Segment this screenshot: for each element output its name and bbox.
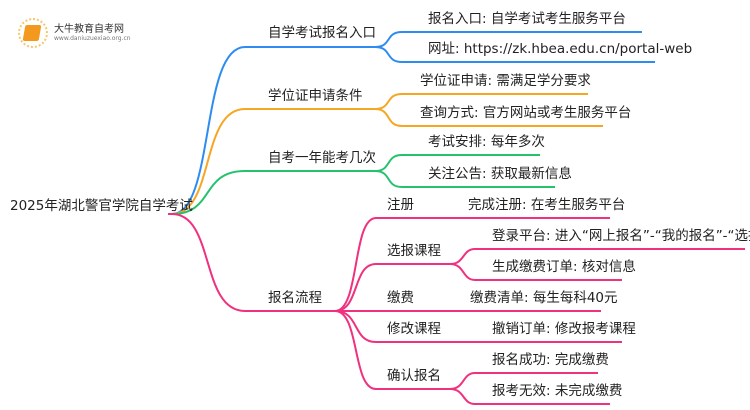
topic-registration-entry: 自学考试报名入口 [268,25,376,41]
step-detail: 撤销订单: 修改报考课程 [492,321,636,337]
subtopic: 查询方式: 官方网站或考生服务平台 [420,105,632,121]
topic-exam-frequency: 自考一年能考几次 [268,150,376,166]
step-detail: 报考无效: 未完成缴费 [492,383,623,399]
step-payment: 缴费 [387,290,414,306]
subtopic: 关注公告: 获取最新信息 [428,166,572,182]
step-detail: 报名成功: 完成缴费 [492,352,609,368]
branch-line-orange [171,108,375,215]
logo-url: www.daniuzuexiao.org.cn [54,35,131,42]
branch-line-green [171,170,375,215]
logo-title: 大牛教育自考网 [54,24,124,35]
step-detail: 缴费清单: 每生每科40元 [470,290,618,306]
logo: 大牛教育自考网 www.daniuzuexiao.org.cn [18,18,138,48]
root-topic: 2025年湖北警官学院自学考试 [10,198,193,214]
subtopic: 学位证申请: 需满足学分要求 [420,73,591,89]
subtopic: 考试安排: 每年多次 [428,134,545,150]
step-register: 注册 [387,197,414,213]
step-modify-courses: 修改课程 [387,321,441,337]
topic-registration-process: 报名流程 [268,290,322,306]
subtopic: 报名入口: 自学考试考生服务平台 [428,11,626,27]
step-detail: 登录平台: 进入“网上报名”-“我的报名”-“选择课 [492,228,750,244]
step-select-courses: 选报课程 [387,243,441,259]
logo-sun-icon [18,18,48,48]
step-detail: 生成缴费订单: 核对信息 [492,259,636,275]
subtopic-url: 网址: https://zk.hbea.edu.cn/portal-web [428,41,693,57]
step-confirm: 确认报名 [387,368,441,384]
topic-degree-conditions: 学位证申请条件 [268,88,363,104]
branch-line-pink [171,213,335,312]
branch-line-blue [171,46,375,215]
step-detail: 完成注册: 在考生服务平台 [468,197,626,213]
